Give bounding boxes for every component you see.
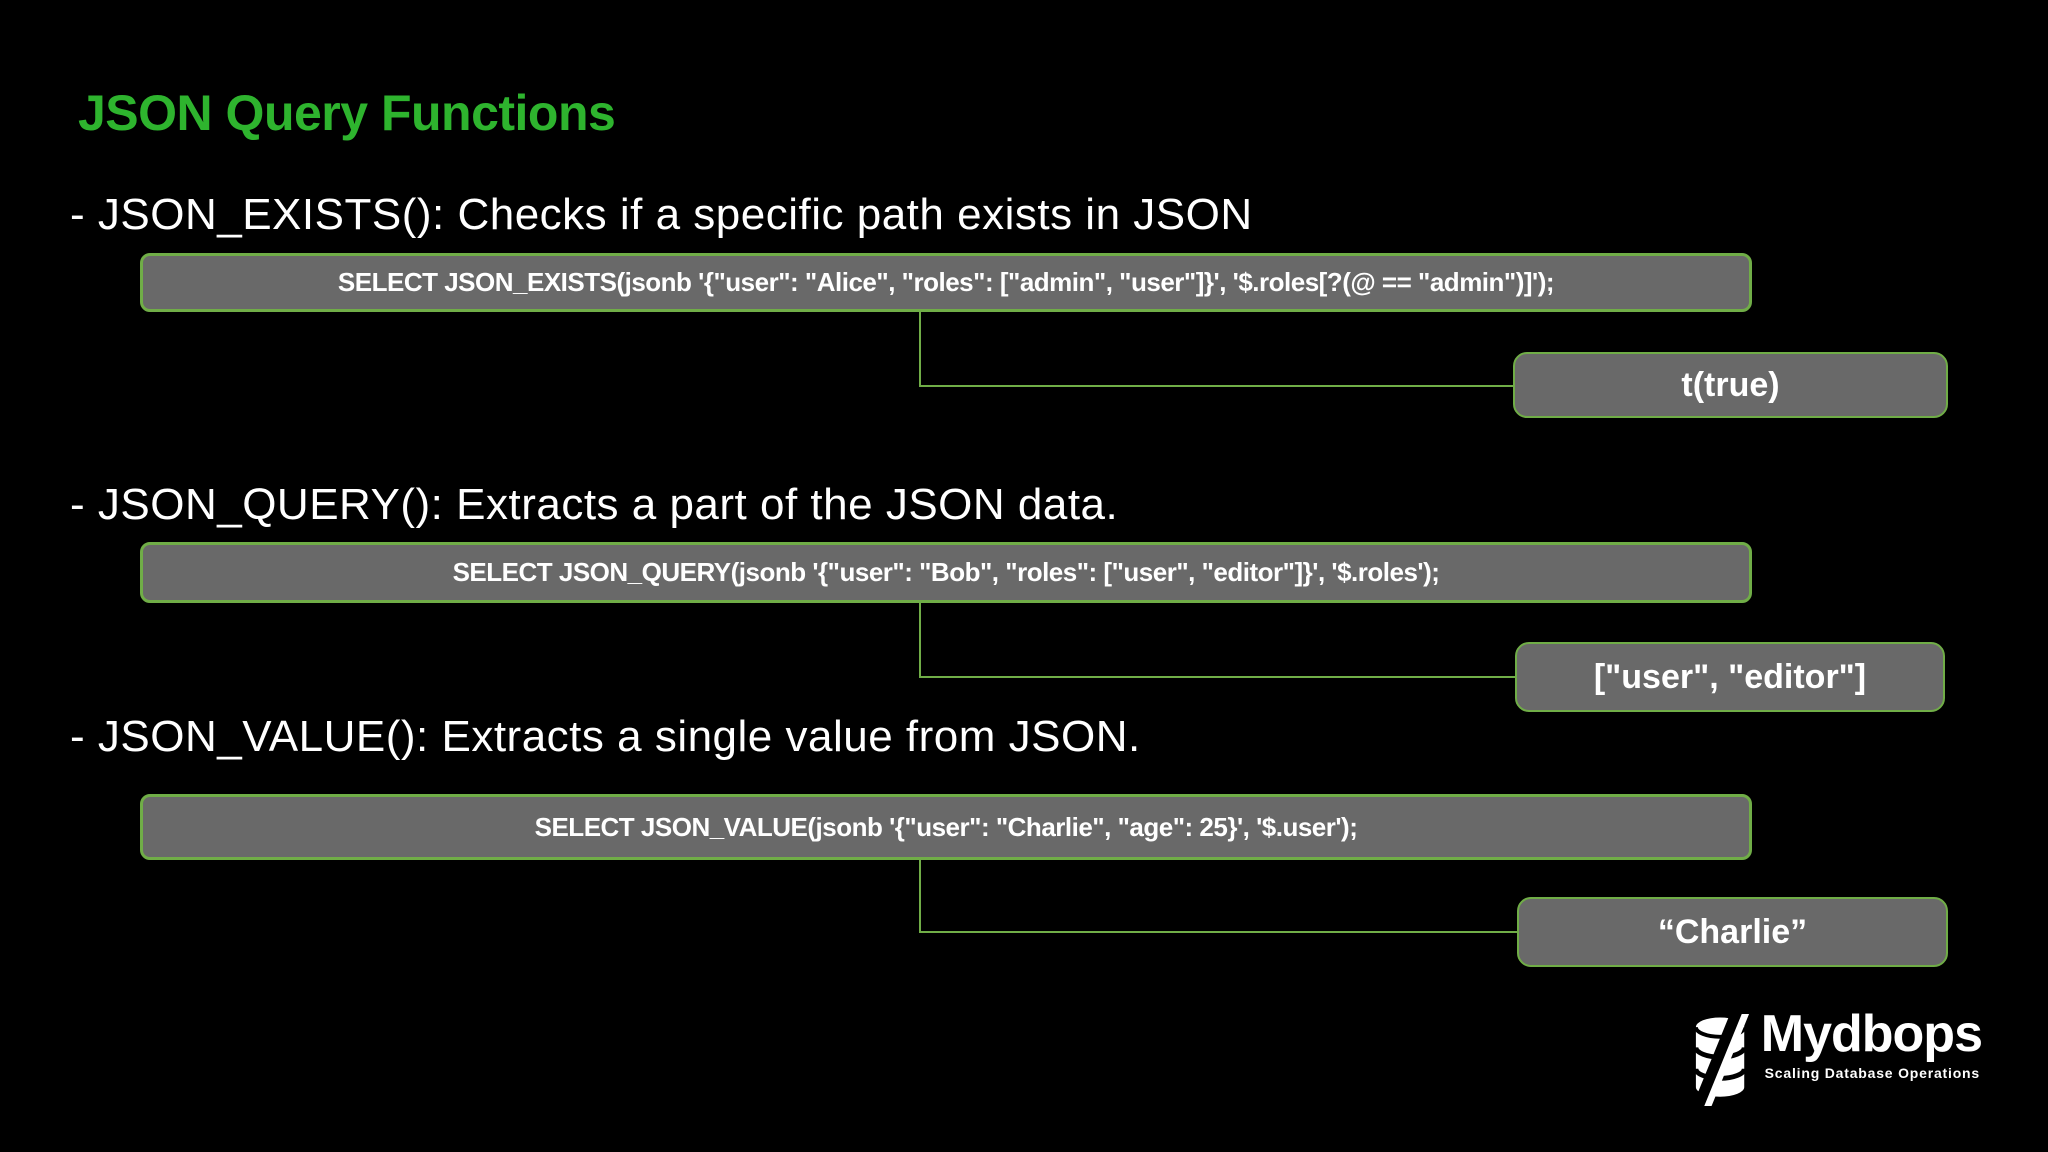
page-title: JSON Query Functions <box>78 85 616 141</box>
database-icon <box>1692 1014 1749 1106</box>
section-heading-json-exists: - JSON_EXISTS(): Checks if a specific pa… <box>70 190 1253 239</box>
connector-vertical-3 <box>919 858 921 933</box>
logo-tagline: Scaling Database Operations <box>1764 1065 1980 1082</box>
section-heading-json-query: - JSON_QUERY(): Extracts a part of the J… <box>70 480 1119 529</box>
connector-horizontal-3 <box>919 931 1517 933</box>
connector-vertical-1 <box>919 311 921 387</box>
sql-code-box-json-exists: SELECT JSON_EXISTS(jsonb '{"user": "Alic… <box>140 253 1752 312</box>
mydbops-logo: Mydbops Scaling Database Operations <box>1692 1005 1983 1106</box>
sql-code-box-json-query: SELECT JSON_QUERY(jsonb '{"user": "Bob",… <box>140 542 1752 603</box>
connector-horizontal-2 <box>919 676 1515 678</box>
result-box-json-query: ["user", "editor"] <box>1515 642 1945 712</box>
logo-wordmark: Mydbops <box>1760 1005 1983 1063</box>
section-heading-json-value: - JSON_VALUE(): Extracts a single value … <box>70 712 1141 761</box>
result-box-json-value: “Charlie” <box>1517 897 1948 967</box>
sql-code-box-json-value: SELECT JSON_VALUE(jsonb '{"user": "Charl… <box>140 794 1752 860</box>
connector-horizontal-1 <box>919 385 1513 387</box>
result-box-json-exists: t(true) <box>1513 352 1948 418</box>
connector-vertical-2 <box>919 601 921 678</box>
